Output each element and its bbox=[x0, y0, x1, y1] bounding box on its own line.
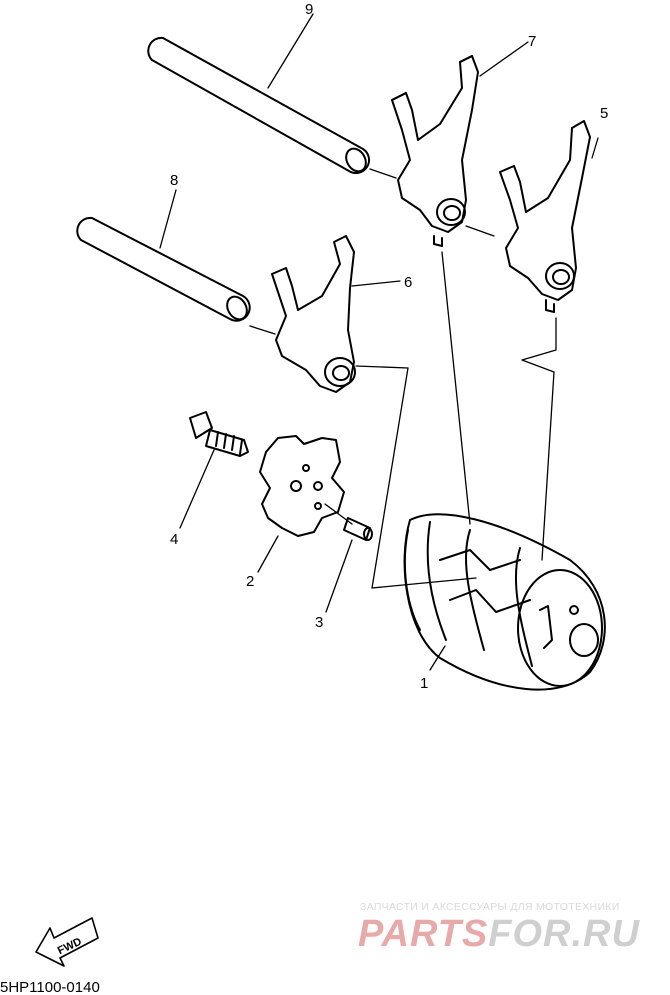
label-part-4: 4 bbox=[170, 531, 178, 548]
shift-drum bbox=[403, 513, 606, 691]
label-part-9: 9 bbox=[305, 1, 313, 18]
label-part-7: 7 bbox=[528, 33, 536, 50]
shift-cam-segment bbox=[259, 435, 345, 537]
screw bbox=[189, 411, 249, 457]
watermark-brand-part2: FOR.RU bbox=[488, 913, 640, 955]
shift-fork-shaft-long bbox=[147, 36, 370, 174]
shift-fork-5 bbox=[499, 120, 591, 313]
label-part-1: 1 bbox=[420, 675, 428, 692]
shift-fork-6 bbox=[271, 235, 356, 393]
label-part-6: 6 bbox=[404, 274, 412, 291]
shift-fork-shaft-short bbox=[76, 216, 251, 322]
watermark-tagline: ЗАПЧАСТИ И АКСЕССУАРЫ ДЛЯ МОТОТЕХНИКИ bbox=[360, 901, 620, 913]
fwd-arrow-icon: FWD bbox=[35, 917, 99, 967]
label-part-3: 3 bbox=[315, 614, 323, 631]
label-part-5: 5 bbox=[600, 105, 608, 122]
label-part-2: 2 bbox=[246, 573, 254, 590]
leader-lines bbox=[159, 13, 599, 671]
shift-fork-7 bbox=[391, 55, 479, 247]
drawing-code: 5HP1100-0140 bbox=[0, 979, 100, 995]
label-part-8: 8 bbox=[170, 172, 178, 189]
watermark-logo: PARTSFOR.RU bbox=[358, 913, 640, 955]
watermark-brand-part1: PARTS bbox=[358, 913, 488, 955]
